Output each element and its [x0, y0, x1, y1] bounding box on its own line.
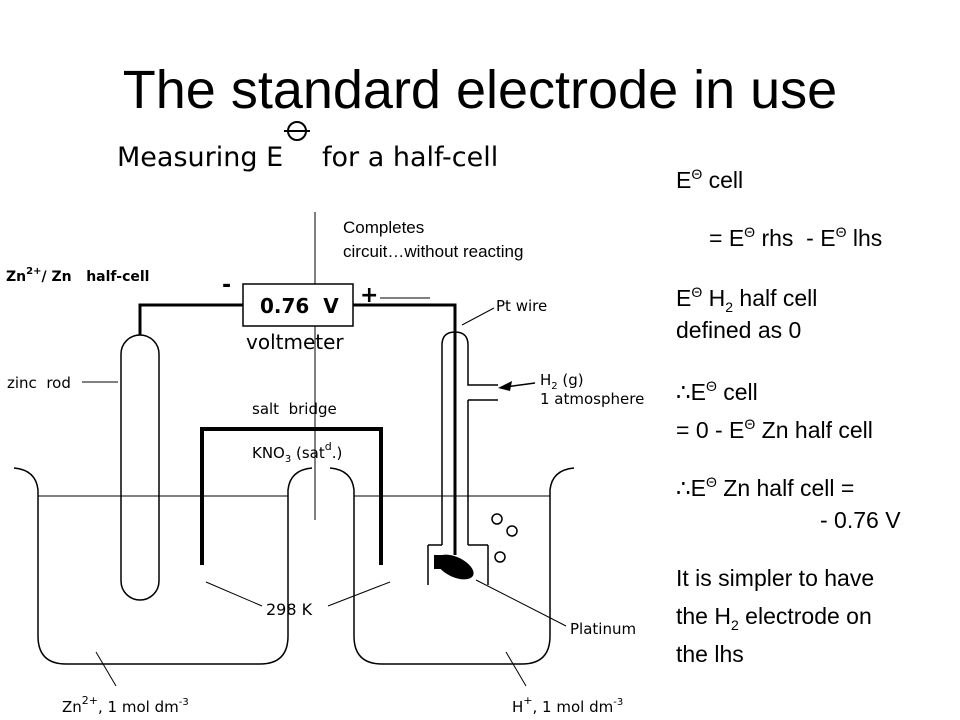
h2-subscript: 2 — [730, 617, 739, 633]
zn-solution-exponent: -3 — [179, 697, 189, 708]
voltmeter-label: voltmeter — [246, 330, 344, 354]
diagram-heading: Measuring E — [117, 142, 283, 173]
annotation-line-1: Completes — [343, 218, 425, 237]
hydrogen-electrode-tube — [427, 331, 498, 585]
platinum-electrode — [436, 554, 474, 580]
theta-symbol: Θ — [744, 416, 756, 432]
therefore-icon: ∴ — [676, 379, 691, 405]
eq-zero-line: = 0 - EΘ Zn half cell — [676, 410, 960, 444]
kno3-superscript: d — [325, 440, 332, 453]
annotation-line-2: circuit…without reacting — [343, 242, 524, 261]
h2-gas-arrow-icon — [498, 381, 512, 391]
eq-therefore-cell-line: ∴EΘ cell — [676, 372, 960, 406]
atmosphere-label: 1 atmosphere — [540, 390, 644, 408]
pt-wire-pointer — [461, 307, 495, 326]
eq-lhs: lhs — [846, 225, 883, 251]
electrode-holder — [434, 555, 442, 569]
zn-solution-ion: Zn — [62, 698, 82, 716]
temperature-label: 298 K — [266, 600, 313, 619]
minus-terminal: - — [222, 273, 231, 298]
simpler-text-b: electrode on — [738, 603, 872, 629]
eq-cell-line: EΘ cell — [676, 160, 960, 194]
salt-bridge-label: salt bridge — [252, 400, 337, 418]
eq-rhs: rhs - E — [755, 225, 836, 251]
slide-title: The standard electrode in use — [122, 60, 838, 120]
zn-cell-text: Zn half cell = — [716, 475, 855, 501]
temperature-pointer-left — [205, 581, 263, 607]
h2-text: H — [702, 285, 726, 311]
h-solution-ion: H — [512, 698, 523, 716]
zinc-rod — [120, 334, 160, 601]
half-cell-label-rest: / Zn half-cell — [41, 269, 149, 285]
kno3-saturated: (sat — [291, 444, 325, 462]
theta-symbol: Θ — [705, 474, 717, 490]
left-wire — [138, 303, 243, 335]
zn-solution-pointer — [95, 651, 117, 687]
kno3-label: KNO3 (satd.) — [252, 440, 342, 465]
voltmeter-reading: 0.76 V — [260, 294, 339, 318]
eq-zn-cell-line: ∴EΘ Zn half cell = — [676, 468, 960, 502]
h-solution-conc: , 1 mol dm — [533, 698, 614, 716]
half-cell-ion-charge: 2+ — [26, 266, 41, 277]
half-cell-label: Zn2+/ Zn half-cell — [6, 266, 149, 285]
eq-prefix: = E — [709, 225, 745, 251]
eq-rhs-lhs-line: = EΘ rhs - EΘ lhs — [709, 218, 960, 252]
hydrogen-beaker — [329, 467, 575, 665]
eq-cell-text: cell — [716, 379, 758, 405]
h-solution-label: H+, 1 mol dm-3 — [512, 694, 623, 716]
simpler-text-a: the H — [676, 603, 731, 629]
half-cell-ion: Zn — [6, 269, 26, 285]
eq-h2-line: EΘ H2 half cell — [676, 278, 960, 321]
h2-gas-state: (g) — [558, 371, 584, 389]
h2-gas-symbol: H — [540, 371, 551, 389]
temperature-pointer-right — [327, 581, 391, 607]
theta-symbol: Θ — [691, 284, 703, 300]
zn-solution-label: Zn2+, 1 mol dm-3 — [62, 694, 189, 716]
standard-state-symbol-icon — [284, 121, 310, 141]
h-solution-charge: + — [523, 694, 532, 707]
zinc-beaker — [13, 467, 313, 665]
platinum-label: Platinum — [570, 620, 636, 638]
hydrogen-bubbles-icon — [491, 513, 518, 563]
h2-half-cell-text: half cell — [733, 285, 818, 311]
pt-wire-label: Pt wire — [496, 297, 547, 315]
h-solution-pointer — [505, 651, 527, 687]
zero-line-prefix: = 0 - E — [676, 417, 745, 443]
theta-symbol: Θ — [744, 224, 756, 240]
e-symbol: E — [690, 379, 706, 405]
therefore-icon: ∴ — [676, 475, 691, 501]
zn-solution-charge: 2+ — [82, 694, 98, 707]
eq-defined-line: defined as 0 — [676, 317, 802, 343]
kno3-end: .) — [332, 444, 343, 462]
e-symbol: E — [676, 167, 692, 193]
simpler-line-2: the H2 electrode on — [676, 602, 960, 639]
h2-gas-label: H2 (g) — [540, 371, 584, 392]
simpler-line-1: It is simpler to have — [676, 565, 875, 591]
zinc-rod-label: zinc rod — [7, 374, 71, 392]
diagram-heading-suffix: for a half-cell — [322, 142, 498, 173]
h-solution-exponent: -3 — [613, 697, 623, 708]
plus-terminal: + — [360, 283, 378, 308]
theta-symbol: Θ — [705, 378, 717, 394]
kno3-subscript: 3 — [285, 454, 291, 465]
h2-subscript: 2 — [725, 299, 734, 315]
theta-symbol: Θ — [691, 166, 703, 182]
e-symbol: E — [676, 285, 692, 311]
simpler-line-3: the lhs — [676, 641, 744, 667]
theta-symbol: Θ — [835, 224, 847, 240]
zn-solution-conc: , 1 mol dm — [98, 698, 179, 716]
kno3-formula: KNO — [252, 444, 285, 462]
salt-bridge-tube — [200, 427, 383, 565]
e-symbol: E — [690, 475, 706, 501]
right-wire — [353, 303, 457, 555]
eq-cell-text: cell — [702, 167, 744, 193]
eq-value-line: - 0.76 V — [820, 507, 901, 533]
h2-gas-subscript: 2 — [551, 381, 557, 392]
annotation-note: Completes circuit…without reacting — [343, 216, 603, 264]
platinum-pointer — [475, 579, 567, 627]
zero-line-rest: Zn half cell — [755, 417, 873, 443]
